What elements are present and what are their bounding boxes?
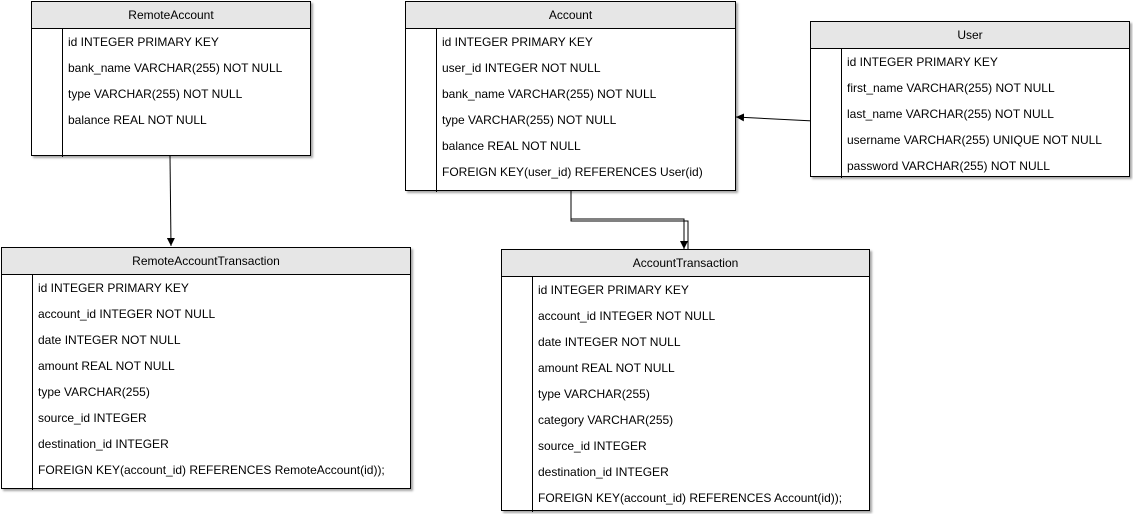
field-row: amount REAL NOT NULL bbox=[538, 361, 675, 375]
table-title: AccountTransaction bbox=[502, 250, 869, 277]
connector-user-to-account bbox=[735, 113, 815, 122]
field-row: last_name VARCHAR(255) NOT NULL bbox=[847, 107, 1054, 121]
field-row: bank_name VARCHAR(255) NOT NULL bbox=[68, 61, 283, 75]
field-row: balance REAL NOT NULL bbox=[442, 139, 581, 153]
field-row: id INTEGER PRIMARY KEY bbox=[538, 283, 689, 297]
field-row: destination_id INTEGER bbox=[538, 465, 669, 479]
table-fields: id INTEGER PRIMARY KEY account_id INTEGE… bbox=[502, 277, 869, 512]
field-row: date INTEGER NOT NULL bbox=[38, 333, 181, 347]
table-fields: id INTEGER PRIMARY KEY bank_name VARCHAR… bbox=[32, 29, 310, 157]
field-row: password VARCHAR(255) NOT NULL bbox=[847, 159, 1050, 173]
field-row: source_id INTEGER bbox=[538, 439, 647, 453]
table-remoteaccount[interactable]: RemoteAccount id INTEGER PRIMARY KEY ban… bbox=[31, 1, 311, 157]
field-row: account_id INTEGER NOT NULL bbox=[38, 307, 216, 321]
connector-remoteaccount-to-remoteaccounttransaction bbox=[166, 155, 175, 247]
field-row: first_name VARCHAR(255) NOT NULL bbox=[847, 81, 1055, 95]
field-row: FOREIGN KEY(account_id) REFERENCES Remot… bbox=[38, 463, 385, 477]
table-fields: id INTEGER PRIMARY KEY user_id INTEGER N… bbox=[406, 29, 735, 192]
connector-account-to-accounttransaction bbox=[570, 191, 688, 249]
field-row: type VARCHAR(255) bbox=[38, 385, 150, 399]
field-row: amount REAL NOT NULL bbox=[38, 359, 175, 373]
connector-account-to-accounttransaction-parallel bbox=[570, 191, 689, 249]
field-row: bank_name VARCHAR(255) NOT NULL bbox=[442, 87, 657, 101]
field-row: source_id INTEGER bbox=[38, 411, 147, 425]
table-fields: id INTEGER PRIMARY KEY first_name VARCHA… bbox=[811, 49, 1129, 178]
field-row: FOREIGN KEY(account_id) REFERENCES Accou… bbox=[538, 491, 843, 505]
table-account[interactable]: Account id INTEGER PRIMARY KEY user_id I… bbox=[405, 1, 736, 192]
field-row: id INTEGER PRIMARY KEY bbox=[442, 35, 593, 49]
field-row: id INTEGER PRIMARY KEY bbox=[38, 281, 189, 295]
field-row: category VARCHAR(255) bbox=[538, 413, 674, 427]
field-row: type VARCHAR(255) bbox=[538, 387, 650, 401]
field-row: username VARCHAR(255) UNIQUE NOT NULL bbox=[847, 133, 1102, 147]
table-fields: id INTEGER PRIMARY KEY account_id INTEGE… bbox=[2, 275, 410, 490]
table-remoteaccounttransaction[interactable]: RemoteAccountTransaction id INTEGER PRIM… bbox=[1, 247, 411, 490]
field-row: type VARCHAR(255) NOT NULL bbox=[68, 87, 243, 101]
field-row: account_id INTEGER NOT NULL bbox=[538, 309, 716, 323]
table-user[interactable]: User id INTEGER PRIMARY KEY first_name V… bbox=[810, 21, 1130, 178]
table-accounttransaction[interactable]: AccountTransaction id INTEGER PRIMARY KE… bbox=[501, 249, 870, 512]
table-title: Account bbox=[406, 2, 735, 29]
field-row: type VARCHAR(255) NOT NULL bbox=[442, 113, 617, 127]
table-title: RemoteAccount bbox=[32, 2, 310, 29]
field-row: destination_id INTEGER bbox=[38, 437, 169, 451]
table-title: RemoteAccountTransaction bbox=[2, 248, 410, 275]
field-row: FOREIGN KEY(user_id) REFERENCES User(id) bbox=[442, 165, 703, 179]
field-row: id INTEGER PRIMARY KEY bbox=[68, 35, 219, 49]
table-title: User bbox=[811, 22, 1129, 49]
field-row: date INTEGER NOT NULL bbox=[538, 335, 681, 349]
field-row: user_id INTEGER NOT NULL bbox=[442, 61, 601, 75]
field-row: id INTEGER PRIMARY KEY bbox=[847, 55, 998, 69]
field-row: balance REAL NOT NULL bbox=[68, 113, 207, 127]
